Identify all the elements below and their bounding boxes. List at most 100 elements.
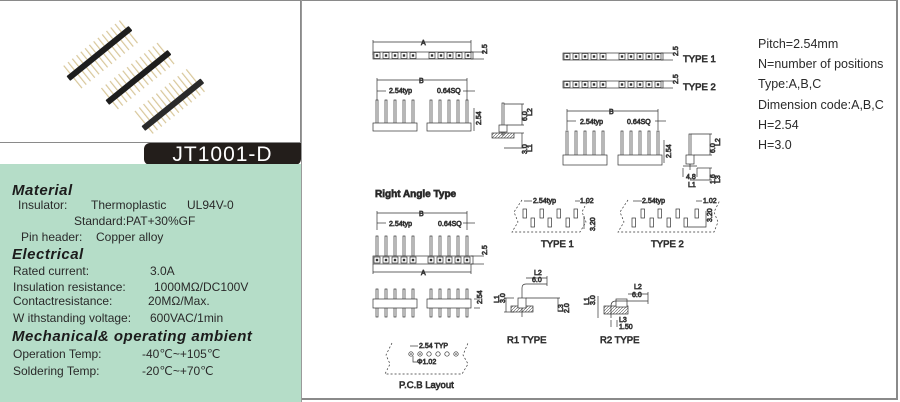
dim-150-r2: 1.50 [619, 324, 633, 331]
pin-sq-dual: 0.64SQ [627, 119, 651, 126]
pcb-typ-label: 2.54 TYP [419, 343, 448, 350]
straight-top-view [372, 40, 484, 60]
material-heading: Material [12, 182, 73, 199]
note-positions: N=number of positions [758, 57, 884, 72]
l2-r1: L2 [534, 270, 542, 277]
l2-straight: L2 [527, 108, 534, 116]
soldering-temp-value: -20℃~+70℃ [142, 364, 214, 378]
insulator-label: Insulator: [18, 198, 68, 212]
note-pitch: Pitch=2.54mm [758, 37, 839, 51]
l3-r1: L3 [558, 304, 565, 312]
type2-label: TYPE 2 [683, 82, 716, 93]
note-type: Type:A,B,C [758, 77, 822, 92]
dim-254-label: 2.54 [476, 111, 483, 125]
contact-resistance-label: Contactresistance: [13, 294, 113, 308]
pitch-typ-type2: 2.54typ [642, 198, 665, 205]
type2-pcb-label: TYPE 2 [651, 239, 684, 250]
dim-254-dual: 2.54 [666, 144, 673, 158]
note-dimension-code: Dimension code:A,B,C [758, 97, 884, 112]
dim-b-dual: B [609, 109, 614, 116]
pin-sq-label: 0.64SQ [437, 88, 461, 95]
right-angle-title: Right Angle Type [375, 189, 457, 200]
pin-header-1 [61, 19, 140, 90]
pin-header-label: Pin header: [21, 230, 83, 244]
type2-top-view [562, 80, 673, 89]
dim-25-label: 2.5 [482, 44, 489, 54]
withstanding-voltage-value: 600VAC/1min [150, 311, 224, 325]
dim-254-ra: 2.54 [477, 290, 484, 304]
dim-48-dual: 4.8 [686, 174, 696, 181]
l3-dual: L3 [715, 175, 722, 183]
dual-front-view [562, 109, 666, 166]
pitch-typ-dual: 2.54typ [580, 119, 603, 126]
pcb-hole-label: Φ1.02 [417, 359, 436, 366]
dim-a-label: A [421, 40, 426, 47]
spec-panel: Material Insulator: Thermoplastic UL94V-… [0, 164, 301, 402]
dim-320-type1: 3.20 [590, 217, 597, 231]
operation-temp-value: -40℃~+105℃ [142, 347, 221, 361]
pin-header-2 [99, 41, 176, 111]
dim-20-r1: 2.0 [564, 303, 571, 313]
withstanding-voltage-label: W ithstanding voltage: [13, 311, 132, 325]
spec-notes: Pitch=2.54mm N=number of positions Type:… [758, 34, 884, 155]
r1-type-label: R1 TYPE [507, 335, 546, 346]
dim-30-r1: 3.0 [500, 293, 507, 303]
pcb-pattern-type2 [617, 199, 721, 233]
pitch-typ-ra: 2.54typ [389, 221, 412, 228]
dim-30-straight: 3.0 [522, 144, 529, 154]
pcb-layout-label: P.C.B Layout [399, 380, 454, 391]
l1-r2: L1 [584, 297, 591, 305]
right-angle-front-view [372, 211, 484, 274]
dim-25-type2: 2.5 [673, 74, 680, 84]
electrical-heading: Electrical [12, 246, 84, 263]
pin-header-value: Copper alloy [96, 230, 164, 244]
straight-front-view [372, 78, 475, 132]
dual-side-view [682, 133, 712, 181]
rated-current-value: 3.0A [150, 264, 175, 278]
dim-b-ra: B [419, 211, 424, 218]
pcb-pattern-type1 [511, 199, 589, 233]
mechanical-heading: Mechanical& operating ambient [12, 328, 253, 345]
soldering-temp-label: Soldering Temp: [13, 364, 100, 378]
material-standard: Standard:PAT+30%GF [74, 214, 196, 228]
pin-header-photo-illustration [61, 19, 208, 136]
r2-type-label: R2 TYPE [600, 335, 639, 346]
dim-102-type2: 1.02 [703, 198, 717, 205]
operation-temp-label: Operation Temp: [13, 347, 102, 361]
pitch-typ-label: 2.54typ [389, 88, 412, 95]
pin-header-3 [132, 67, 208, 136]
type1-pcb-label: TYPE 1 [541, 239, 574, 250]
model-badge: JT1001-D [144, 143, 301, 166]
rated-current-label: Rated current: [13, 264, 90, 278]
l2-r2: L2 [634, 284, 642, 291]
note-h-254: H=2.54 [758, 117, 799, 132]
dim-b-label: B [419, 78, 424, 85]
note-h-30: H=3.0 [758, 137, 792, 152]
r1-type-view [504, 276, 560, 317]
l1-dual: L1 [688, 182, 696, 189]
panel-divider [301, 0, 302, 402]
dim-60-dual: 6.0 [710, 143, 717, 153]
pitch-typ-type1: 2.54typ [533, 198, 556, 205]
dim-60-r1: 6.0 [532, 277, 542, 284]
contact-resistance-value: 20MΩ/Max. [148, 294, 210, 308]
dim-25-type1: 2.5 [673, 46, 680, 56]
pcb-layout-view [384, 342, 469, 375]
dim-25-ra: 2.5 [482, 245, 489, 255]
l1-r1: L1 [494, 295, 501, 303]
insulation-resistance-value: 1000MΩ/DC100V [154, 280, 249, 294]
product-photo [0, 0, 301, 143]
dim-102-type1: 1.02 [580, 198, 594, 205]
dim-320-type2: 3.20 [707, 208, 714, 222]
type1-label: TYPE 1 [683, 54, 716, 65]
insulator-rating: UL94V-0 [187, 198, 234, 212]
r2-type-view [597, 292, 649, 327]
l1-straight: L1 [527, 144, 534, 152]
dim-30-r2: 3.0 [590, 295, 597, 305]
dim-a-ra: A [421, 270, 426, 277]
pin-sq-ra: 0.64SQ [438, 221, 462, 228]
dim-16-dual: 1.6 [710, 174, 717, 184]
straight-side-view [491, 102, 524, 149]
type1-top-view [562, 52, 673, 61]
